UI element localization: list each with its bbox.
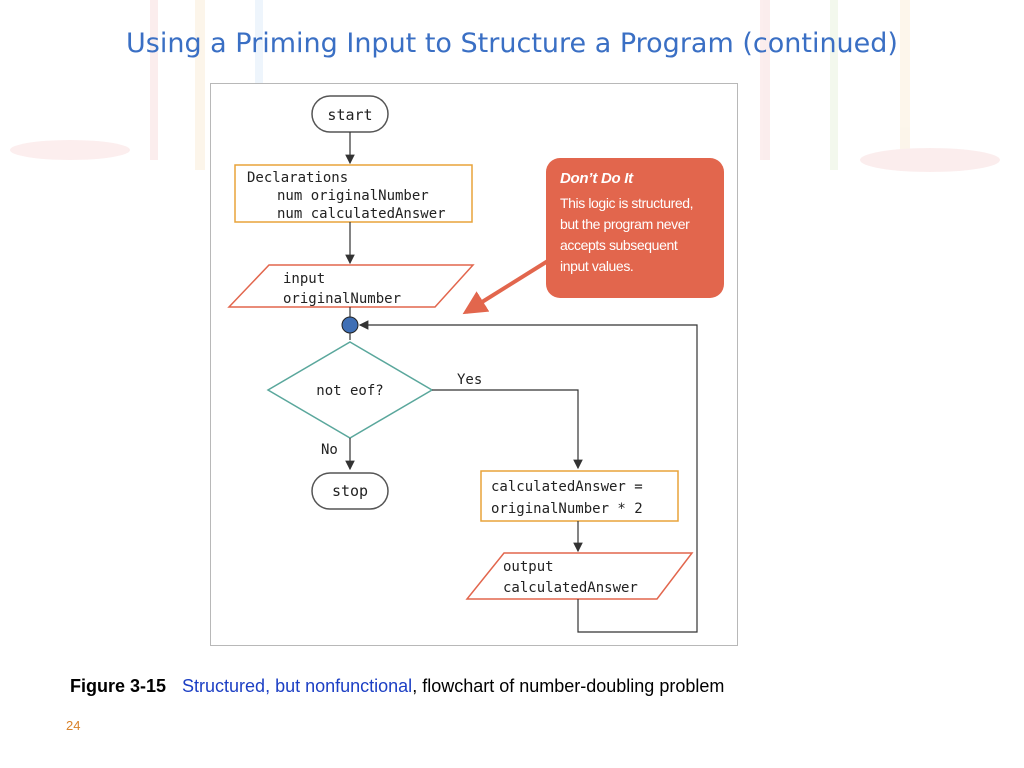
no-label: No (321, 442, 338, 458)
yes-label: Yes (457, 372, 482, 388)
yes-branch-line (432, 389, 583, 470)
callout-title: Don’t Do It (560, 170, 633, 187)
stop-label: stop (332, 482, 368, 500)
dont-do-it-callout: Don’t Do It This logic is structured, bu… (546, 158, 724, 298)
caption-link[interactable]: Structured, but nonfunctional (182, 676, 413, 696)
start-label: start (327, 106, 372, 124)
input-label: input (283, 271, 325, 287)
output-parallelogram (465, 552, 694, 600)
process-line-2: originalNumber * 2 (491, 501, 643, 517)
input-variable: originalNumber (283, 291, 401, 307)
flowchart-diagram: start Declarations num originalNumber nu… (227, 95, 698, 633)
input-parallelogram (227, 264, 475, 308)
callout-text: This logic is structured, but the progra… (560, 193, 714, 277)
declaration-original: num originalNumber (277, 188, 429, 204)
caption-rest: , flowchart of number-doubling problem (412, 676, 725, 696)
declaration-calculated: num calculatedAnswer (277, 206, 446, 222)
callout-line: This logic is structured, (560, 195, 694, 211)
connector-dot (341, 316, 359, 334)
output-label: output (503, 559, 554, 575)
figure-caption: Figure 3-15 Structured, but nonfunctional… (70, 676, 724, 697)
declarations-label: Declarations (247, 170, 348, 186)
callout-pointer-arrow (462, 257, 553, 315)
declarations-box (234, 164, 473, 223)
loop-back-line (358, 320, 698, 633)
stop-terminal (311, 472, 389, 510)
background-decoration (10, 0, 1000, 172)
flowchart-figure: start Declarations num originalNumber nu… (210, 83, 738, 646)
process-box (480, 470, 679, 522)
decision-label: not eof? (316, 383, 383, 399)
callout-line: but the program never (560, 216, 690, 232)
callout-line: input values. (560, 258, 634, 274)
process-line-1: calculatedAnswer = (491, 479, 643, 495)
slide-title: Using a Priming Input to Structure a Pro… (126, 28, 898, 59)
figure-number: Figure 3-15 (70, 676, 167, 696)
output-variable: calculatedAnswer (503, 580, 638, 596)
page-number: 24 (66, 718, 81, 733)
callout-line: accepts subsequent (560, 237, 678, 253)
